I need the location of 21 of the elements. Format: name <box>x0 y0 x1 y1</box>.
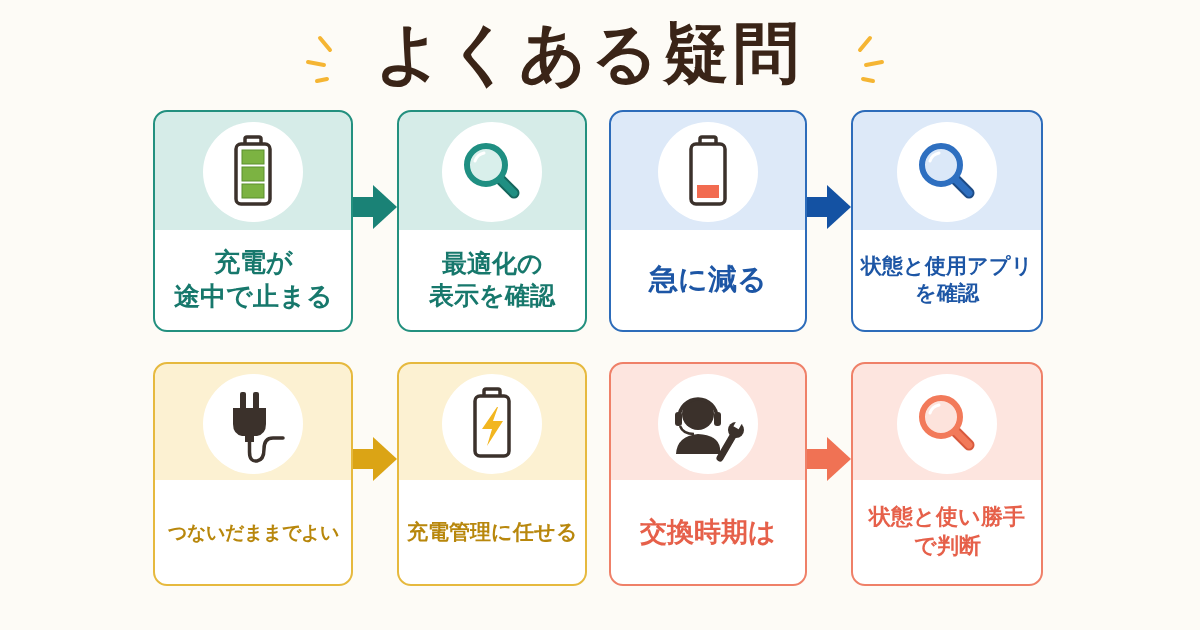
arrow <box>353 185 397 229</box>
card <box>609 110 807 332</box>
title: よくある疑問 <box>375 14 803 94</box>
card <box>851 110 1043 332</box>
card-text: 充電が途中で止まる <box>173 246 333 313</box>
card <box>397 110 587 332</box>
arrow <box>807 185 851 229</box>
arrow <box>807 437 851 481</box>
card <box>153 362 353 586</box>
card <box>397 362 587 586</box>
card <box>609 362 807 586</box>
card-text: 状態と使用アプリを確認 <box>861 253 1033 307</box>
arrow <box>353 437 397 481</box>
card-text: 交換時期は <box>640 515 776 550</box>
card <box>153 110 353 332</box>
card-text: 状態と使い勝手で判断 <box>869 503 1025 560</box>
card <box>851 362 1043 586</box>
card-text: 急に減る <box>649 261 767 299</box>
card-text: 最適化の表示を確認 <box>429 247 555 312</box>
card-text: つないだままでよい <box>167 519 339 545</box>
card-text: 充電管理に任せる <box>406 518 578 546</box>
